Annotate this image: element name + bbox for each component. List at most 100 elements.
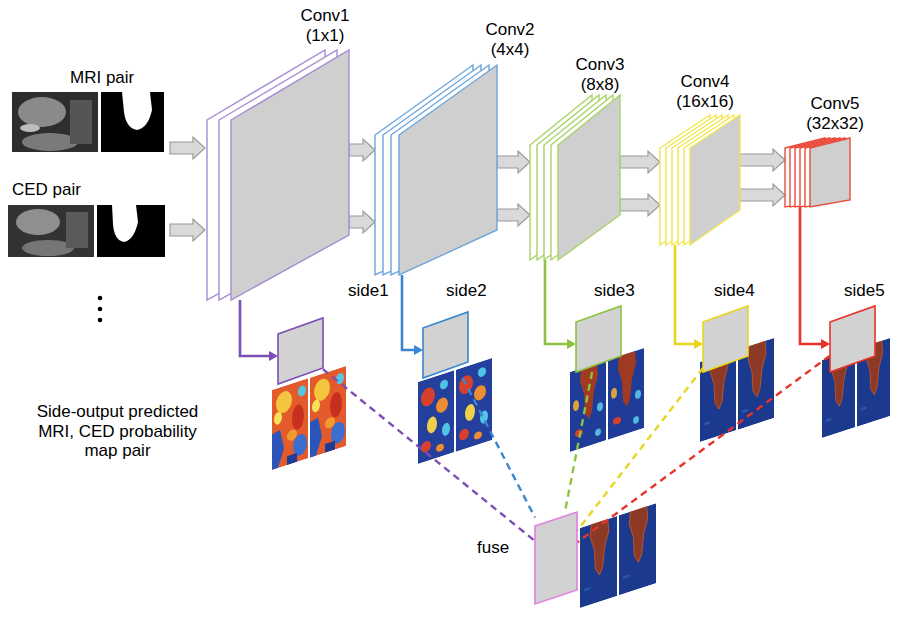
feature-map-sheet	[399, 65, 497, 275]
side-connector	[402, 275, 423, 355]
feature-map-sheet	[690, 115, 740, 245]
mri-image	[12, 92, 98, 152]
feature-map-sheet	[231, 50, 349, 300]
block-arrow-body	[740, 184, 785, 206]
label-holder: Side-output predicted MRI, CED probabili…	[25, 402, 210, 461]
ced-image	[16, 209, 60, 235]
fuse-label: fuse	[477, 538, 509, 558]
connector-line	[240, 300, 270, 356]
fuse-dashed-line	[463, 378, 535, 518]
side-output-plane	[423, 312, 468, 378]
block-arrow-body	[349, 211, 375, 233]
side-label: side4	[714, 281, 755, 301]
conv-layer-shape	[785, 138, 850, 207]
side-output-plane	[576, 306, 621, 372]
conv-layer: Conv2 (4x4)	[375, 65, 497, 275]
fuse-output-shape	[535, 512, 577, 604]
fuse-dashed-line	[565, 372, 592, 512]
conv-layer: Conv4 (16x16)	[660, 115, 740, 245]
input-arrow	[170, 137, 205, 241]
side-label: side2	[446, 281, 487, 301]
layer-label: Conv1 (1x1)	[290, 6, 360, 45]
side-output-shape	[423, 312, 468, 378]
side-output: side3	[576, 306, 621, 372]
mri-mask	[101, 92, 164, 152]
caption-label: Side-output predicted MRI, CED probabili…	[25, 402, 210, 461]
side-output: side4	[703, 306, 748, 372]
ellipsis-dots	[98, 296, 103, 323]
dashed-line	[577, 368, 703, 531]
fuse-output-plane	[535, 512, 577, 604]
caption-label: MRI pair	[70, 68, 134, 88]
layer-label: Conv2 (4x4)	[475, 20, 545, 59]
ced-mask	[97, 205, 165, 257]
conv-layer-shape	[530, 95, 620, 260]
ellipsis-dots	[98, 318, 103, 323]
feature-map-sheet	[558, 95, 620, 260]
mri-image	[18, 97, 66, 127]
label-holder: CED pair	[12, 180, 81, 200]
conv-layer: Conv1 (1x1)	[207, 50, 349, 300]
block-arrow	[497, 204, 530, 226]
feature-map-sheet	[810, 138, 850, 207]
side-label: side5	[844, 281, 885, 301]
layer-label: Conv4 (16x16)	[670, 72, 740, 111]
arrow-head	[694, 339, 703, 349]
conv-layer-shape	[207, 50, 349, 300]
connector-line	[545, 260, 568, 344]
fuse-output: fuse	[535, 512, 577, 604]
probability-map	[456, 358, 492, 452]
block-arrow-body	[620, 194, 660, 216]
block-arrow	[620, 151, 660, 173]
dashed-line	[577, 356, 830, 543]
fuse-dashed-line	[577, 356, 830, 543]
arrow-head	[567, 339, 576, 349]
side-output-shape	[830, 306, 875, 372]
side-connector	[800, 207, 830, 349]
side-output: side5	[830, 306, 875, 372]
side-output-shape	[703, 306, 748, 372]
probability-map	[580, 503, 656, 608]
probability-map	[580, 516, 617, 608]
conv-layer: Conv5 (32x32)	[785, 138, 850, 207]
side-label: side3	[594, 281, 635, 301]
probability-map	[570, 360, 606, 452]
side-output: side1	[278, 318, 323, 384]
layer-label: Conv5 (32x32)	[800, 94, 870, 133]
connector-line	[800, 207, 822, 344]
block-arrow	[740, 149, 785, 171]
side-output-plane	[278, 318, 323, 384]
arrow-head	[821, 339, 830, 349]
dashed-line	[463, 378, 535, 518]
side-output-plane	[703, 306, 748, 372]
ced-image	[66, 212, 88, 248]
dashed-line	[565, 372, 592, 512]
block-arrow-body	[497, 204, 530, 226]
ced-mask	[112, 205, 138, 242]
dashed-line	[323, 369, 535, 541]
conv-layer-shape	[660, 115, 740, 245]
probability-map	[619, 503, 656, 595]
ced-image	[8, 205, 94, 257]
layer-label: Conv3 (8x8)	[565, 55, 635, 94]
mri-image	[22, 133, 78, 151]
fuse-dashed-line	[577, 368, 703, 531]
probability-map	[310, 366, 346, 458]
block-arrow	[349, 211, 375, 233]
mri-image	[70, 100, 92, 144]
mri-image	[20, 124, 40, 132]
side-label: side1	[348, 281, 389, 301]
block-arrow-body	[620, 151, 660, 173]
fuse-dashed-line	[323, 369, 535, 541]
side-connector	[675, 245, 703, 349]
arrow-head	[269, 351, 278, 361]
block-arrow-body	[740, 149, 785, 171]
block-arrow	[497, 151, 530, 173]
side-output-plane	[830, 306, 875, 372]
side-connector	[240, 300, 278, 361]
side-connector	[545, 260, 576, 349]
probability-map	[272, 378, 308, 470]
side-output-shape	[576, 306, 621, 372]
connector-line	[402, 275, 415, 350]
